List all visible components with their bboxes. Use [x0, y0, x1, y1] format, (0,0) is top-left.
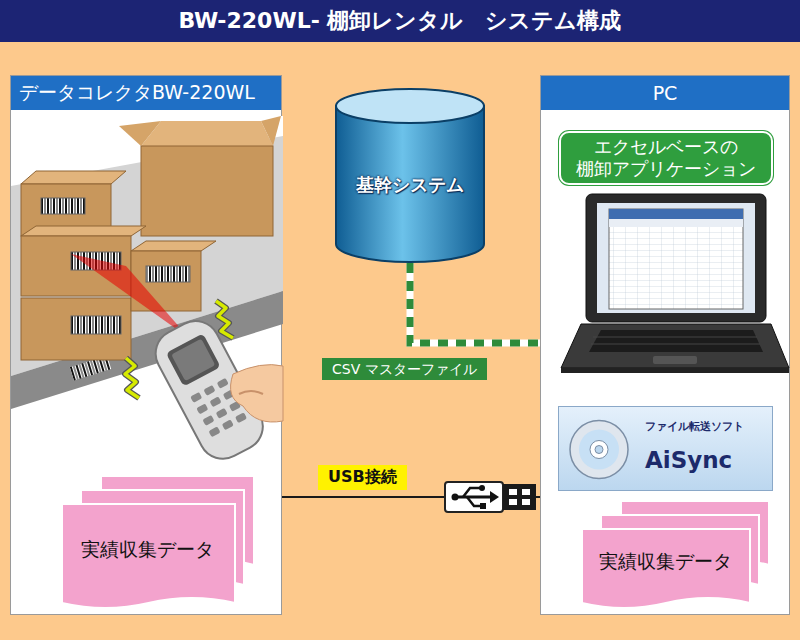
cd-disc-icon [559, 407, 639, 492]
laptop [597, 203, 755, 313]
handheld-scanner [208, 426, 220, 437]
panel-box: PC エクセルベースの 棚卸アプリケーションファイル転送ソフト AiSync 実績収集… [540, 75, 790, 615]
vibration-marks [125, 358, 139, 398]
laptop [591, 344, 760, 345]
db-label-box: 基幹システム [335, 124, 485, 245]
panel-header: データコレクタBW-220WL [11, 76, 281, 110]
vibration-marks [216, 301, 233, 338]
handheld-scanner [171, 339, 215, 381]
app-label: エクセルベースの 棚卸アプリケーション [569, 136, 763, 179]
laptop [589, 330, 763, 352]
title-bar: BW-220WL- 棚卸レンタル システム構成 [0, 0, 800, 42]
vibration-marks [125, 358, 139, 398]
usb-plug-icon [453, 496, 490, 499]
software-name: AiSync [645, 447, 732, 473]
laptop [593, 337, 757, 338]
cardboard-boxes [21, 298, 131, 360]
laptop [653, 356, 697, 364]
disc-shine [579, 430, 619, 470]
paper-label: 実績収集データ [81, 537, 214, 563]
panel-title: PC [653, 82, 678, 104]
handheld-scanner [166, 333, 221, 386]
handheld-scanner [203, 385, 215, 396]
handheld-scanner [210, 396, 222, 407]
usb-plug-icon [509, 499, 517, 505]
edge-label: CSV マスターファイル [322, 358, 487, 380]
paper-front [62, 504, 235, 608]
handheld-scanner [222, 419, 234, 430]
cardboard-boxes [261, 116, 281, 146]
usb-plug-icon [509, 489, 517, 495]
database-node: 基幹システム [335, 88, 485, 263]
usb-plug-icon [467, 497, 482, 506]
connector-line [410, 263, 540, 343]
scan-beam [71, 254, 189, 338]
app-label-box: エクセルベースの 棚卸アプリケーション [559, 131, 773, 185]
panel-box: データコレクタBW-220WL 実績収集データ [10, 75, 282, 615]
laptop [591, 337, 760, 344]
handheld-scanner [190, 392, 202, 403]
usb-plug-icon [463, 488, 480, 497]
paper-label-box: 実績収集データ [61, 504, 234, 595]
usb-plug-icon [445, 482, 536, 512]
vibration-marks [216, 301, 233, 338]
paper-front [582, 529, 750, 608]
cardboard-boxes [21, 226, 146, 236]
paper-label: 実績収集データ [599, 549, 732, 575]
cardboard-boxes [146, 266, 190, 282]
disc-ring [590, 441, 608, 459]
panel-title: データコレクタBW-220WL [19, 80, 255, 106]
disc [570, 421, 628, 479]
laptop [609, 209, 743, 309]
panel-header: PC [541, 76, 789, 110]
cardboard-boxes [141, 121, 273, 146]
usb-plug-icon [479, 485, 485, 491]
laptop [561, 324, 789, 368]
data-stack: 実績収集データ [61, 476, 256, 611]
hand [231, 365, 283, 422]
hand [239, 391, 263, 394]
handheld-scanner [196, 403, 208, 414]
cardboard-boxes [119, 121, 161, 146]
laptop [609, 209, 743, 219]
laptop [609, 219, 743, 227]
cardboard-boxes [21, 171, 126, 184]
connector-line [410, 263, 540, 343]
usb-plug-icon [445, 482, 503, 512]
usb-plug-icon [452, 494, 459, 501]
laptop [586, 194, 766, 322]
usb-plug-icon [522, 499, 530, 505]
usb-plug-icon [503, 484, 536, 510]
disc-hole [595, 446, 603, 454]
data-stack: 実績収集データ [581, 501, 771, 611]
connector [410, 263, 540, 343]
software-caption: ファイル転送ソフト [645, 419, 744, 434]
cardboard-boxes [131, 241, 216, 251]
laptop [561, 368, 789, 373]
db-label: 基幹システム [356, 173, 464, 197]
usb-plug-icon [490, 491, 499, 503]
shelf [11, 116, 283, 409]
edge-label: USB接続 [318, 465, 407, 490]
software-box: ファイル転送ソフト AiSync [558, 406, 773, 491]
cardboard-boxes [41, 198, 85, 214]
title-text: BW-220WL- 棚卸レンタル システム構成 [179, 6, 622, 36]
cylinder-body [336, 106, 484, 262]
cylinder-top [336, 89, 484, 123]
cardboard-boxes [141, 146, 273, 236]
paper-label-box: 実績収集データ [581, 529, 749, 595]
laptop [561, 194, 789, 373]
handheld-scanner [235, 412, 247, 423]
handheld-scanner [202, 415, 214, 426]
usb-plug-icon [480, 503, 486, 509]
usb-plug-icon [522, 489, 530, 495]
cardboard-boxes [71, 316, 121, 334]
handheld-scanner [216, 408, 228, 419]
hand [231, 365, 283, 422]
cardboard-boxes [21, 116, 281, 360]
handheld-scanner [217, 378, 229, 389]
